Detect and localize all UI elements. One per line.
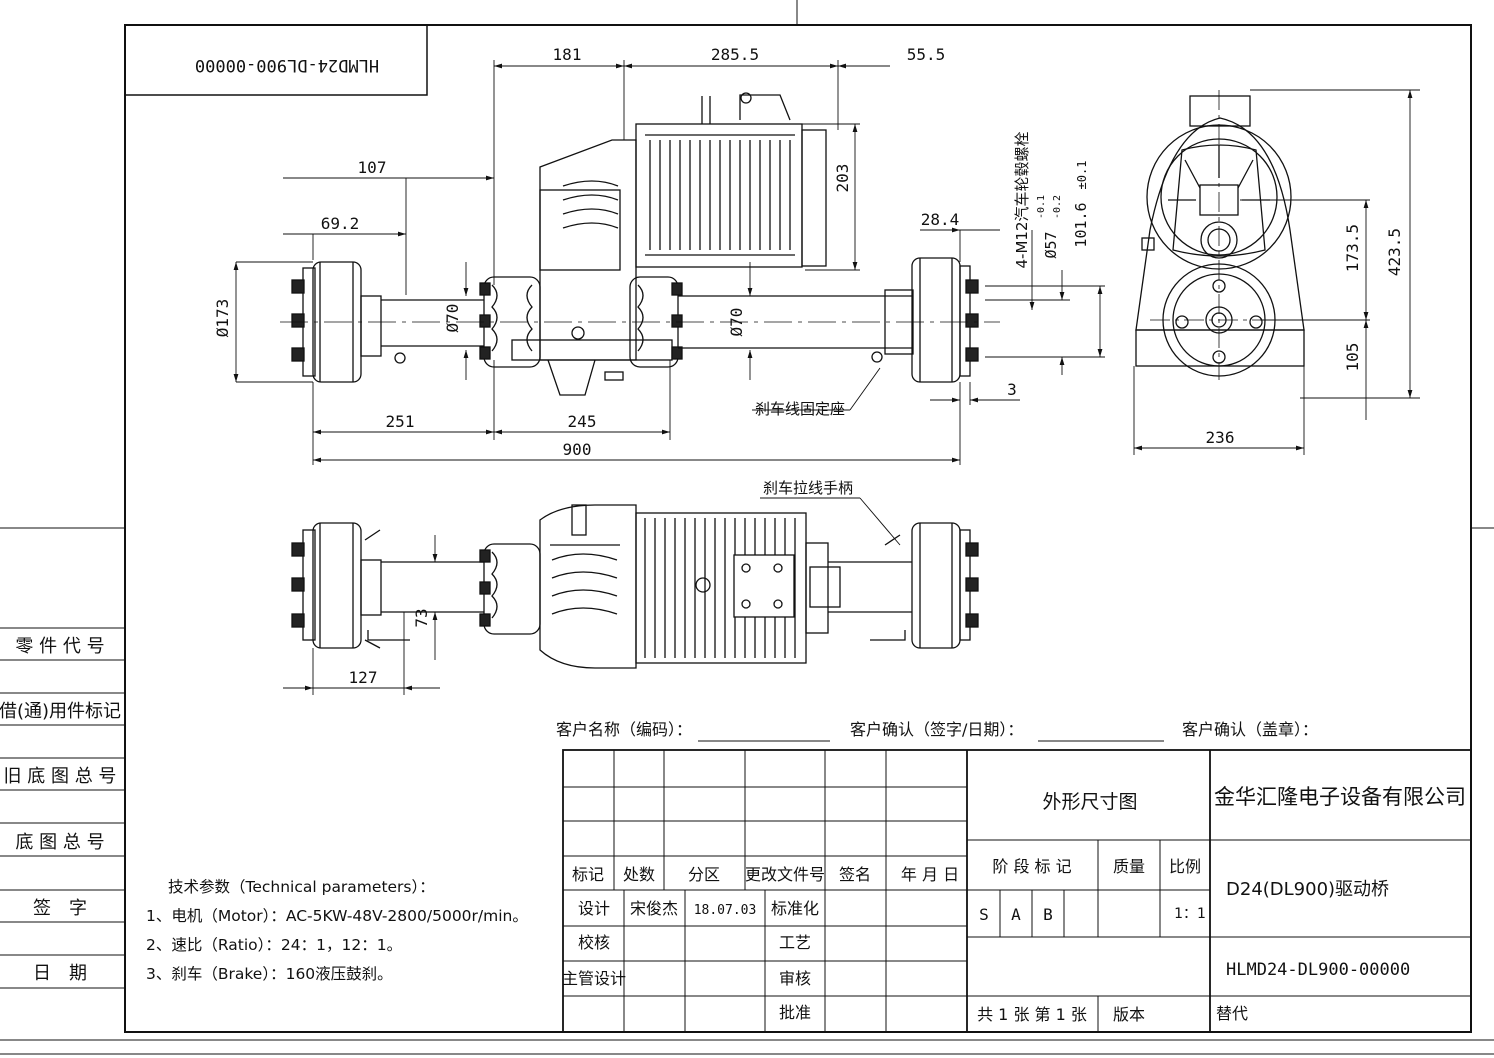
tb-sheets: 共 1 张 第 1 张 [977, 1005, 1087, 1024]
dim-900: 900 [563, 440, 592, 459]
tb-stage-b: B [1043, 905, 1053, 924]
tb-chief-label: 主管设计 [562, 969, 626, 988]
dim-55-5: 55.5 [907, 45, 946, 64]
tb-header-sign: 签名 [839, 865, 871, 884]
dim-dia-70-mid: Ø70 [727, 308, 746, 337]
side-label-base: 底 图 总 号 [15, 832, 104, 853]
tb-check-label: 校核 [578, 933, 610, 952]
top-view-dimensions [283, 497, 901, 695]
dim-181: 181 [553, 45, 582, 64]
tb-replace-label: 替代 [1216, 1004, 1248, 1023]
tb-header-date: 年 月 日 [901, 865, 959, 884]
tech-motor: 1、电机（Motor）：AC-5KW-48V-2800/5000r/min。 [146, 907, 528, 925]
callout-brake-handle: 刹车拉线手柄 [763, 479, 853, 497]
tb-scale-label: 比例 [1169, 857, 1201, 876]
tb-mass-label: 质量 [1113, 857, 1145, 876]
customer-sign-label: 客户确认（签字/日期）： [850, 720, 1023, 739]
dim-107: 107 [358, 158, 387, 177]
dim-236: 236 [1206, 428, 1235, 447]
tb-header-change-doc: 更改文件号 [745, 865, 825, 884]
dim-3: 3 [1007, 380, 1017, 399]
dim-73: 73 [412, 608, 431, 627]
tb-process-label: 工艺 [779, 933, 811, 952]
dim-245: 245 [568, 412, 597, 431]
rotated-drawing-number: HLMD24-DL900-00000 [195, 55, 379, 75]
front-view [280, 92, 1000, 396]
tb-header-zone: 分区 [688, 865, 720, 884]
tb-standard-label: 标准化 [771, 899, 819, 918]
side-label-part-code: 零 件 代 号 [15, 636, 104, 657]
top-view [291, 504, 979, 669]
tb-header-mark: 标记 [572, 865, 604, 884]
tech-title: 技术参数（Technical parameters）： [168, 878, 435, 896]
bolt-spec: 4-M12汽车轮毂螺栓 [1013, 132, 1031, 269]
dim-101-6: 101.6 [1072, 202, 1090, 247]
dim-285-5: 285.5 [711, 45, 759, 64]
top-view-dimension-texts: 73 127 刹车拉线手柄 [349, 479, 853, 687]
side-view-dimensions [1133, 89, 1420, 455]
side-label-borrowed: 借(通)用件标记 [0, 701, 121, 722]
tb-header-count: 处数 [623, 865, 655, 884]
tech-brake: 3、刹车（Brake）：160液压鼓刹。 [146, 965, 393, 983]
side-label-date: 日 期 [33, 963, 87, 984]
technical-parameters: 技术参数（Technical parameters）： 1、电机（Motor）：… [146, 878, 528, 983]
dim-57-tol-up: -0.1 [1036, 195, 1047, 219]
dim-101-6-tol: ±0.1 [1075, 161, 1089, 190]
dim-105: 105 [1343, 343, 1362, 372]
tb-stage-s: S [979, 905, 989, 924]
dim-127: 127 [349, 668, 378, 687]
dim-203: 203 [833, 164, 852, 193]
title-block-texts: 标记 处数 分区 更改文件号 签名 年 月 日 设计 宋俊杰 18.07.03 … [562, 785, 1466, 1024]
dim-251: 251 [386, 412, 415, 431]
tb-designer: 宋俊杰 [630, 899, 678, 918]
dim-69-2: 69.2 [321, 214, 360, 233]
tb-version-label: 版本 [1113, 1005, 1145, 1024]
side-label-old-base: 旧 底 图 总 号 [4, 766, 117, 787]
front-view-dimensions [233, 60, 1105, 465]
tb-product: D24(DL900)驱动桥 [1226, 879, 1389, 900]
customer-confirm-row: 客户名称（编码）： 客户确认（签字/日期）： 客户确认（盖章）： [556, 720, 1318, 742]
callout-brake-cable-seat: 刹车线固定座 [755, 400, 845, 418]
rotated-number-box: HLMD24-DL900-00000 [124, 24, 428, 96]
tb-design-date: 18.07.03 [694, 903, 757, 918]
customer-stamp-label: 客户确认（盖章）： [1182, 720, 1318, 739]
side-view-dimension-texts: 173.5 423.5 105 236 [1206, 224, 1404, 447]
customer-name-label: 客户名称（编码）： [556, 720, 692, 739]
tb-drawing-title: 外形尺寸图 [1042, 791, 1137, 813]
title-block-grid [562, 749, 1472, 1033]
tb-drawing-number: HLMD24-DL900-00000 [1226, 960, 1410, 980]
tb-review-label: 审核 [779, 969, 811, 988]
tb-scale-value: 1：1 [1174, 906, 1206, 922]
dim-dia-57: Ø57 [1042, 231, 1060, 258]
dim-173-5: 173.5 [1343, 224, 1362, 272]
dim-dia-173: Ø173 [213, 299, 232, 338]
tb-design-label: 设计 [578, 899, 610, 918]
dim-57-tol-low: -0.2 [1052, 195, 1063, 219]
front-view-dimension-texts: 181 285.5 55.5 107 69.2 203 28.4 Ø173 Ø7… [213, 45, 1090, 459]
left-record-column [0, 527, 125, 989]
dim-dia-70-left: Ø70 [443, 304, 462, 333]
tb-approve-label: 批准 [779, 1003, 811, 1022]
dim-28-4: 28.4 [921, 210, 960, 229]
tb-stage-label: 阶 段 标 记 [992, 857, 1071, 876]
dim-423-5: 423.5 [1385, 228, 1404, 276]
side-label-sign: 签 字 [33, 898, 87, 919]
tb-stage-a: A [1011, 905, 1021, 924]
tech-ratio: 2、速比（Ratio）：24：1，12：1。 [146, 936, 402, 954]
side-view [1135, 90, 1305, 380]
tb-company: 金华汇隆电子设备有限公司 [1214, 785, 1466, 809]
